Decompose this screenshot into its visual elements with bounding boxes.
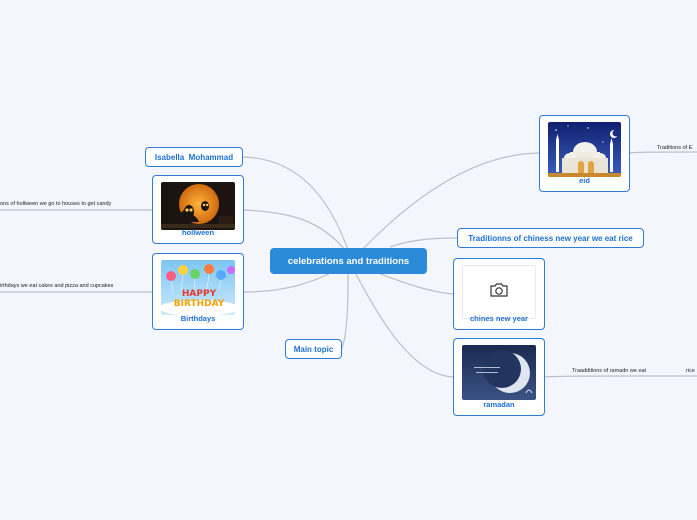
link-main-topic — [341, 271, 349, 349]
topic-isabella-label: Isabella Mohammad — [154, 152, 234, 162]
eid-image — [548, 122, 621, 177]
chinese-new-year-image-placeholder — [462, 265, 536, 319]
central-topic[interactable]: celebrations and traditions — [270, 248, 427, 274]
link-eid — [361, 152, 540, 251]
note-birthdays: irthdays we eat cakes and pizza and cupc… — [0, 283, 114, 289]
note-eid: Traditions of E — [657, 145, 693, 151]
card-chinese-new-year-label: chines new year — [470, 314, 528, 323]
card-birthdays[interactable]: HAPPY BIRTHDAY Birthdays — [152, 253, 244, 330]
note-hollween: ons of hollween we go to houses to get c… — [0, 201, 112, 207]
camera-icon — [489, 282, 509, 303]
birthday-image-happy: HAPPY — [182, 289, 217, 299]
topic-isabella[interactable]: Isabella Mohammad — [145, 147, 243, 167]
card-eid[interactable]: eid — [539, 115, 630, 192]
card-ramadan[interactable]: ramadan — [453, 338, 545, 416]
birthday-image: HAPPY BIRTHDAY — [161, 260, 235, 315]
hollween-image — [161, 182, 235, 230]
link-isabella — [241, 156, 349, 251]
card-ramadan-label: ramadan — [483, 400, 515, 409]
link-chinese-traditions — [389, 237, 458, 248]
card-birthdays-label: Birthdays — [180, 314, 216, 323]
card-chinese-new-year[interactable]: chines new year — [453, 258, 545, 330]
link-hollween — [242, 209, 346, 251]
central-topic-label: celebrations and traditions — [287, 255, 410, 267]
topic-main[interactable]: Main topic — [285, 339, 342, 359]
link-chinese-new-year — [374, 271, 454, 295]
topic-main-label: Main topic — [293, 344, 334, 354]
card-eid-label: eid — [579, 176, 590, 185]
topic-chinese-traditions-label: Traditionns of chiness new year we eat r… — [468, 233, 633, 243]
ramadan-image — [462, 345, 536, 400]
card-hollween-label: hollween — [181, 228, 215, 237]
birthday-image-birthday: BIRTHDAY — [174, 299, 225, 309]
note-ramadan: Traadditions of ramadn we eat — [572, 368, 647, 374]
card-hollween[interactable]: hollween — [152, 175, 244, 244]
link-note-ramadan — [543, 375, 697, 378]
note-ramadan-tail: rice — [686, 368, 695, 374]
topic-chinese-traditions[interactable]: Traditionns of chiness new year we eat r… — [457, 228, 644, 248]
link-ramadan — [354, 271, 454, 378]
link-note-eid — [628, 151, 697, 154]
